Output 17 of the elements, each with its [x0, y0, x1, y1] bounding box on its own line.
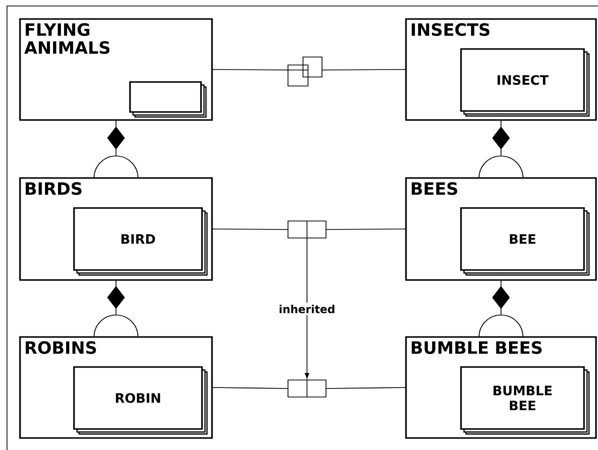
connector-line: [212, 69, 288, 70]
connector-line: [304, 238, 310, 379]
association-connector: [288, 220, 326, 238]
connector-line: [322, 69, 406, 70]
stacked-card: BIRD: [73, 207, 208, 276]
stacked-card: INSECT: [460, 48, 590, 117]
stacked-card: ROBIN: [73, 366, 208, 435]
stacked-card: BEE: [460, 207, 590, 276]
association-connector: [288, 380, 326, 398]
stacked-card: [129, 81, 207, 118]
connector-line: [326, 228, 406, 230]
stacked-card: BUMBLE BEE: [460, 366, 590, 435]
association-connector: [288, 56, 322, 86]
connector-line: [212, 387, 288, 389]
connector-line: [212, 228, 288, 230]
connector-line: [326, 387, 406, 389]
edge-label: inherited: [276, 302, 338, 316]
